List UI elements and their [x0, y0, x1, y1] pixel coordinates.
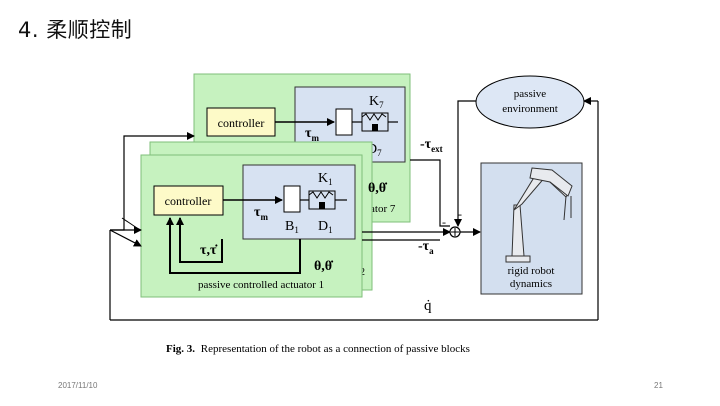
theta-back-label: θ,θ̇	[368, 181, 388, 196]
footer-date: 2017/11/10	[58, 381, 98, 390]
tau-m-7-label: τm	[305, 126, 319, 143]
figure-caption: Fig. 3. Representation of the robot as a…	[166, 343, 470, 355]
actuator-7-label: ator 7	[370, 203, 396, 215]
tau-m-1-label: τm	[254, 205, 268, 222]
inertia-1-label: B1	[285, 219, 299, 235]
tau-a-label: -τa	[418, 239, 434, 256]
controller-1-label: controller	[165, 194, 212, 208]
robot-line1: rigid robot	[508, 265, 555, 277]
damper-1-label: D1	[318, 219, 333, 235]
footer-page-number: 21	[654, 381, 663, 390]
tau-ext-label: -τext	[420, 137, 443, 154]
minus-left-sign: -	[442, 215, 446, 229]
qdot-label: q̇	[424, 298, 432, 314]
spring-7-label: K7	[369, 94, 384, 110]
environment-line2: environment	[502, 103, 558, 115]
inertia-7-box	[335, 108, 353, 136]
slide-title: 4. 柔顺控制	[18, 18, 133, 42]
theta-feedback-label: θ,θ̇	[314, 259, 334, 274]
passive-environment	[475, 75, 585, 129]
environment-line1: passive	[514, 88, 547, 100]
actuator-1-label: passive controlled actuator 1	[198, 279, 324, 291]
robot-arm-icon	[505, 167, 573, 263]
spring-1-label: K1	[318, 171, 333, 187]
minus-top-sign: -	[458, 207, 462, 221]
controller-7-label: controller	[218, 116, 265, 130]
robot-line2: dynamics	[510, 278, 552, 290]
tau-feedback-label: τ,τ̇	[200, 243, 218, 258]
inertia-1-box	[283, 185, 301, 213]
controller-7-box	[206, 107, 276, 137]
